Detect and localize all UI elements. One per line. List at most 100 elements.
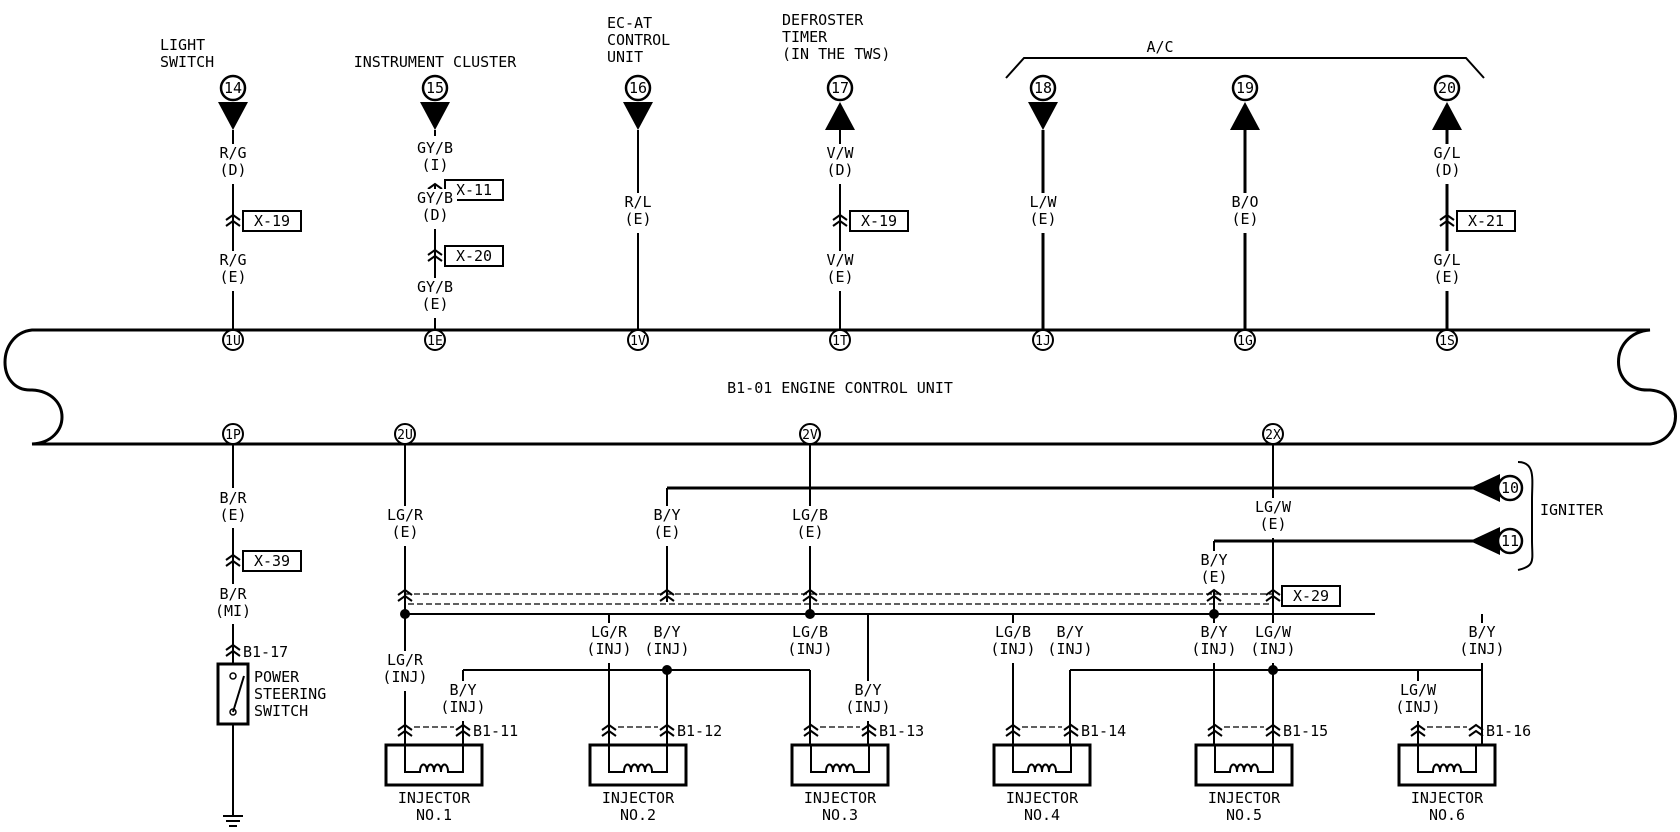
- pin-circle: [1234, 329, 1256, 351]
- connector-chevron: [832, 213, 848, 227]
- wire-color: B/R: [219, 489, 247, 507]
- injector-number: NO.3: [822, 806, 858, 824]
- terminal-circle: [826, 74, 854, 102]
- label-bg: [381, 506, 429, 546]
- pin-label: 1J: [1035, 334, 1051, 349]
- signal-in-arrow: [623, 102, 653, 130]
- wire-color: B/O: [1231, 193, 1258, 211]
- connector-tag: [1281, 585, 1341, 607]
- pin-label: 2X: [1265, 428, 1281, 443]
- wire-color: LG/R: [387, 506, 424, 524]
- label-bg: [211, 488, 255, 528]
- power-steering-circuit: B/R(E)X-39B/R(MI)B1-17POWERSTEERINGSWITC…: [211, 444, 326, 827]
- wire-color: GY/B: [417, 189, 453, 207]
- injector-coil: [608, 745, 668, 773]
- injector-coil: [1214, 745, 1274, 773]
- wire-color: B/Y: [653, 506, 680, 524]
- terminal-circle: [1433, 74, 1461, 102]
- label-bg: [842, 681, 894, 721]
- connector-chevron: [455, 723, 471, 737]
- ac-label: A/C: [1146, 38, 1173, 56]
- injector-name: INJECTOR: [804, 789, 877, 807]
- wire-code: (E): [1231, 210, 1258, 228]
- label-bg: [987, 623, 1039, 663]
- connector-tag-label: X-39: [254, 552, 290, 570]
- wire-code: (I): [421, 156, 448, 174]
- injector-name: INJECTOR: [1006, 789, 1079, 807]
- wire-color: LG/B: [995, 623, 1031, 641]
- wire-code: (D): [1433, 161, 1460, 179]
- terminal-number: 20: [1438, 79, 1456, 97]
- wire-code: (INJ): [990, 640, 1035, 658]
- wire-color: G/L: [1433, 144, 1460, 162]
- switch-contact: [229, 672, 237, 680]
- label-bg: [1044, 623, 1096, 663]
- wire-code: (D): [219, 161, 246, 179]
- label-bg: [1021, 193, 1065, 233]
- wire-code: (E): [219, 506, 246, 524]
- injector-box: [992, 743, 1092, 787]
- wire-color: LG/B: [792, 506, 828, 524]
- injector-box: [1194, 743, 1294, 787]
- wire-color: B/Y: [449, 681, 476, 699]
- terminal-number: 14: [224, 79, 242, 97]
- injector-coil: [1012, 745, 1072, 773]
- label-bg: [211, 144, 255, 184]
- device-name: INSTRUMENT CLUSTER: [354, 53, 518, 71]
- terminal-number: 17: [831, 79, 849, 97]
- injector-box: [1397, 743, 1497, 787]
- connector-chevron: [803, 723, 819, 737]
- wire-color: R/L: [624, 193, 651, 211]
- connector-chevron: [659, 588, 675, 602]
- wire-color: B/Y: [653, 623, 680, 641]
- wire-color: LG/R: [387, 651, 424, 669]
- wire-color: B/Y: [1200, 623, 1227, 641]
- wire-color: L/W: [1029, 193, 1057, 211]
- wire-color: G/L: [1433, 251, 1460, 269]
- connector-chevron: [225, 553, 241, 567]
- wire-color: LG/W: [1255, 623, 1292, 641]
- connector-tag-label: X-11: [456, 181, 492, 199]
- wire-code: (INJ): [1395, 698, 1440, 716]
- wire-color: R/G: [219, 144, 246, 162]
- connector-label: B1-17: [243, 643, 288, 661]
- wire-code: (D): [421, 206, 448, 224]
- wire-color: B/Y: [1468, 623, 1495, 641]
- pin-label: 1P: [225, 428, 241, 443]
- pin-label: 1G: [1237, 334, 1253, 349]
- pin-label: 1E: [427, 334, 443, 349]
- igniter-arrow: [1470, 474, 1500, 502]
- device-name: SWITCH: [160, 53, 214, 71]
- device-name: CONTROL: [607, 31, 670, 49]
- connector-tag-label: X-21: [1468, 212, 1504, 230]
- wire-color: LG/R: [591, 623, 628, 641]
- signal-out-arrow: [825, 102, 855, 130]
- wire-color: GY/B: [417, 139, 453, 157]
- pin-circle: [424, 329, 446, 351]
- wire-code: (E): [421, 295, 448, 313]
- connector-chevron: [601, 723, 617, 737]
- injector-name: INJECTOR: [1411, 789, 1484, 807]
- connector-label: B1-14: [1081, 722, 1126, 740]
- terminal-circle: [421, 74, 449, 102]
- igniter-bracket: [1517, 461, 1534, 571]
- wire-color: V/W: [826, 251, 854, 269]
- connector-tag-label: X-19: [861, 212, 897, 230]
- wire-color: LG/W: [1255, 498, 1292, 516]
- terminal-circle: [219, 74, 247, 102]
- power-steering-label: POWER: [254, 668, 300, 686]
- device-name: EC-AT: [607, 14, 652, 32]
- device-name: (IN THE TWS): [782, 45, 890, 63]
- connector-tag: [849, 210, 909, 232]
- label-bg: [583, 623, 635, 663]
- connector-tag-label: X-20: [456, 247, 492, 265]
- signal-in-arrow: [218, 102, 248, 130]
- injector-number: NO.4: [1024, 806, 1060, 824]
- wire-color: GY/B: [417, 278, 453, 296]
- top-devices-layer: LIGHTSWITCH14R/G(D)X-19R/G(E)1UINSTRUMEN…: [160, 11, 1516, 351]
- wire-code: (INJ): [440, 698, 485, 716]
